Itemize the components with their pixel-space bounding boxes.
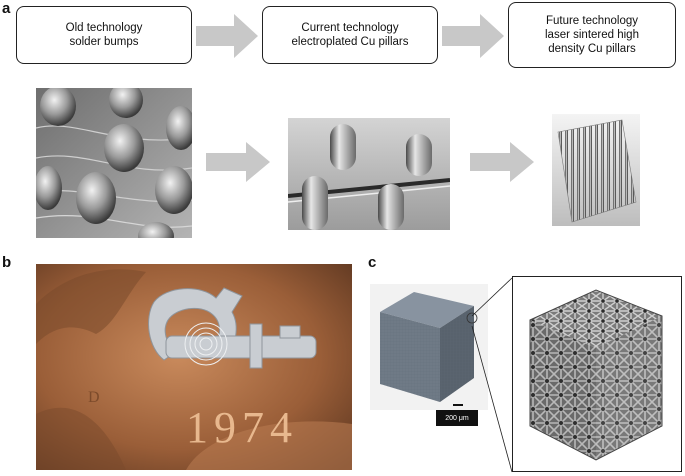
copper-pillars-micrograph <box>288 118 450 230</box>
high-density-pillars-micrograph <box>552 114 640 226</box>
old-technology-line2: solder bumps <box>69 36 139 48</box>
arrow-right-icon <box>442 14 504 58</box>
solder-bumps-micrograph <box>36 88 192 238</box>
svg-text:D: D <box>88 389 100 406</box>
lattice-zoom-render <box>512 276 682 472</box>
future-technology-line3: density Cu pillars <box>548 43 636 55</box>
panel-label-b: b <box>2 254 12 271</box>
future-technology-line2: laser sintered high <box>545 29 639 41</box>
panel-label-c: c <box>368 254 377 271</box>
panel-label-a: a <box>2 0 11 17</box>
scale-bar <box>453 404 463 406</box>
arrow-right-icon <box>196 14 258 58</box>
future-technology-box: Future technology laser sintered high de… <box>508 2 676 68</box>
arrow-right-icon <box>470 142 534 182</box>
old-technology-box: Old technology solder bumps <box>16 6 192 64</box>
zoom-lines <box>471 277 513 473</box>
coin-device-photo: D 1974 <box>36 264 352 470</box>
current-technology-box: Current technology electroplated Cu pill… <box>262 6 438 64</box>
current-technology-line1: Current technology <box>301 22 399 34</box>
scale-bar-label: 200 μm <box>436 410 478 426</box>
arrow-right-icon <box>206 142 270 182</box>
coin-year: 1974 <box>186 403 298 452</box>
current-technology-line2: electroplated Cu pillars <box>291 36 409 48</box>
future-technology-line1: Future technology <box>545 15 639 27</box>
old-technology-line1: Old technology <box>65 22 143 34</box>
cube-render <box>370 284 488 410</box>
